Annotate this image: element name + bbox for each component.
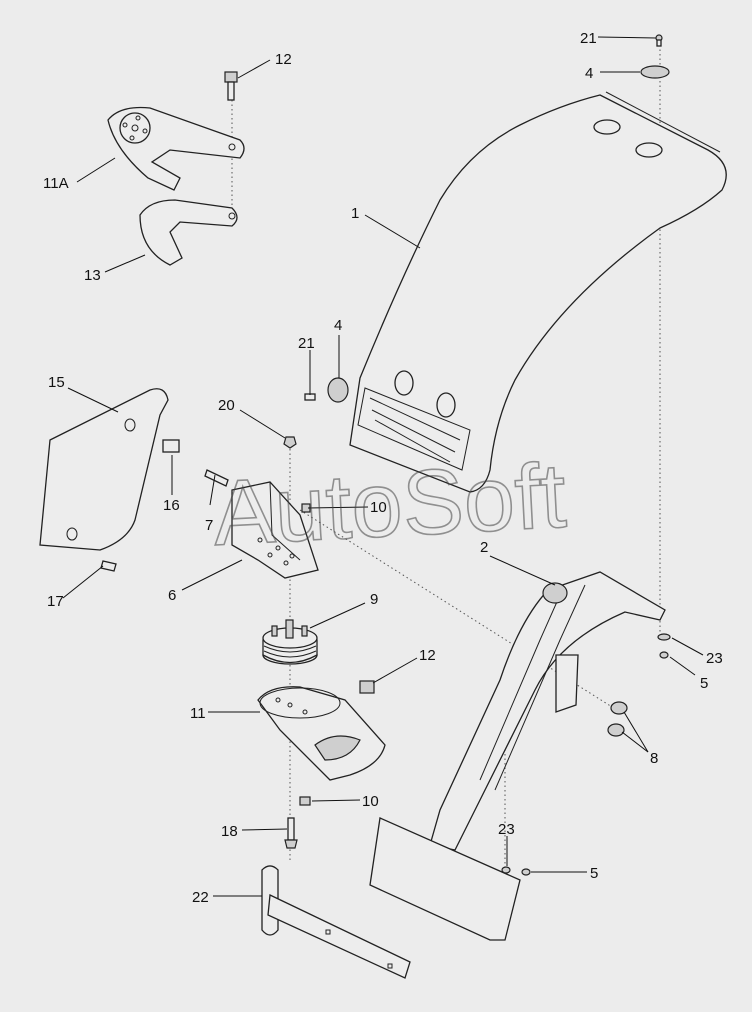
callout-21: 21 (298, 335, 315, 352)
callout-4: 4 (585, 65, 593, 82)
callout-10: 10 (370, 499, 387, 516)
callout-10: 10 (362, 793, 379, 810)
callout-5: 5 (590, 865, 598, 882)
callout-5: 5 (700, 675, 708, 692)
watermark-text: AutoSoft (211, 445, 569, 565)
bracket-part-11A (107, 106, 245, 191)
callout-4: 4 (334, 317, 342, 334)
callout-18: 18 (221, 823, 238, 840)
callout-11: 11 (190, 705, 206, 722)
callout-23: 23 (706, 650, 723, 667)
callout-2: 2 (480, 539, 488, 556)
callout-13: 13 (84, 267, 101, 284)
plate-part-11 (257, 686, 386, 781)
callout-17: 17 (47, 593, 64, 610)
callout-7: 7 (205, 517, 213, 534)
fasteners (100, 34, 671, 876)
leader-lines (62, 36, 704, 897)
callout-9: 9 (370, 591, 378, 608)
mount-bracket-part-6 (231, 481, 319, 579)
bracket-part-13 (139, 199, 238, 266)
callout-20: 20 (218, 397, 235, 414)
callout-15: 15 (48, 374, 65, 391)
callout-8: 8 (650, 750, 658, 767)
rod-part-22 (261, 865, 411, 979)
callout-1: 1 (351, 205, 359, 222)
callout-12: 12 (419, 647, 436, 664)
callout-16: 16 (163, 497, 180, 514)
fender-part-1 (349, 91, 727, 493)
callout-22: 22 (192, 889, 209, 906)
callout-6: 6 (168, 587, 176, 604)
callout-21: 21 (580, 30, 597, 47)
callout-11A: 11A (43, 175, 69, 192)
callout-23: 23 (498, 821, 515, 838)
support-bracket-part-2 (369, 571, 666, 941)
callout-12: 12 (275, 51, 292, 68)
side-panel-part-15 (39, 388, 169, 551)
rubber-mount-part-9 (262, 619, 318, 665)
callout-labels: 21 4 12 11A 1 13 21 4 15 20 16 7 10 2 6 … (43, 30, 723, 906)
